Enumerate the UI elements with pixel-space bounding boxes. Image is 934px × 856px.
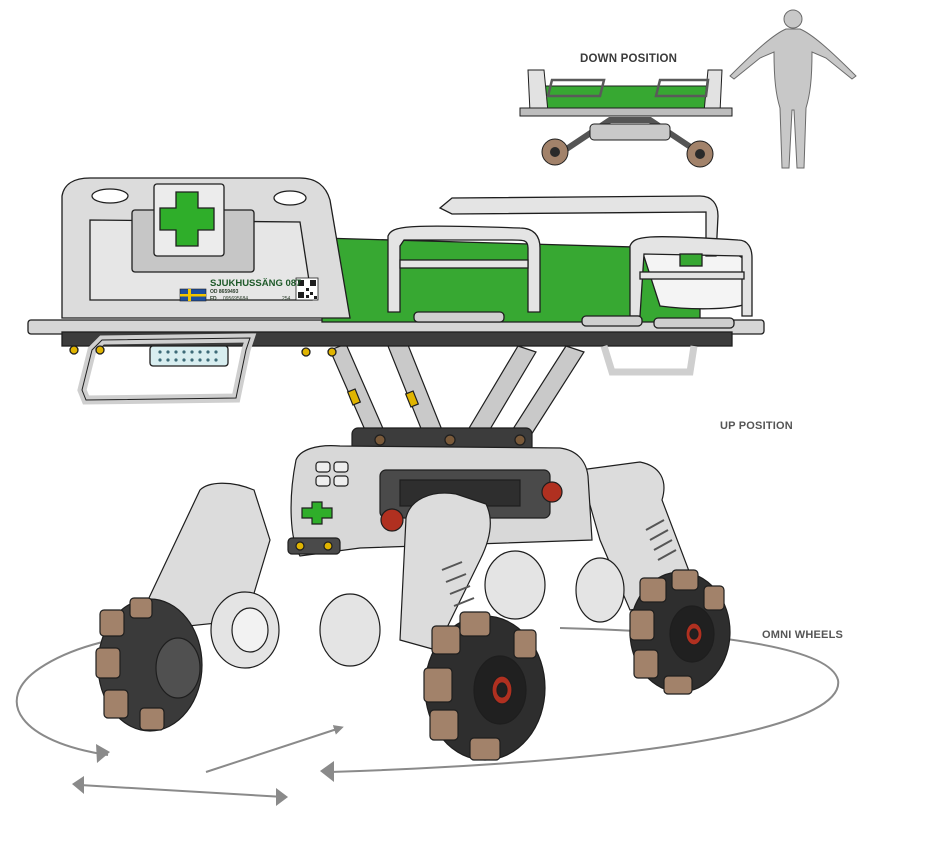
- front-side-rail-left: [387, 225, 541, 313]
- human-head: [783, 9, 803, 29]
- omni-wheels-label: OMNI WHEELS: [762, 629, 844, 641]
- rail-bar-left: [399, 259, 529, 269]
- frame-pin: [301, 347, 311, 357]
- frame-pin: [327, 347, 337, 357]
- head-grip-left: [91, 188, 129, 204]
- side-handle-1: [413, 311, 505, 323]
- diagonal-movement-arrow: [205, 725, 344, 773]
- qr-code-icon: [295, 277, 319, 301]
- rotation-arrowhead-left: [96, 744, 110, 763]
- down-base: [589, 123, 671, 141]
- lateral-arrowhead-left: [72, 776, 84, 794]
- scissor-lift: [329, 339, 585, 455]
- stretcher-up-position: [27, 177, 765, 405]
- hub-buttons: [315, 461, 349, 487]
- lateral-movement-arrow: [79, 784, 285, 798]
- lift-cylinder-accent-2: [404, 390, 420, 408]
- down-side-rail-left: [546, 78, 606, 98]
- robot-base: [147, 445, 701, 669]
- keypad-dots: [158, 350, 218, 362]
- control-keypad: [149, 345, 229, 367]
- stretcher-down-position: [519, 69, 733, 168]
- rail-green-tag: [679, 253, 703, 267]
- drive-motor-mid: [319, 593, 381, 667]
- right-under-handle: [600, 344, 698, 376]
- front-leg-vent-slots: [441, 561, 475, 607]
- down-side-rail-right: [654, 78, 710, 98]
- drive-motor-right: [484, 550, 546, 620]
- leg-vent-slots: [645, 519, 677, 561]
- down-frame: [519, 107, 733, 117]
- head-grip-right: [273, 190, 307, 206]
- joint-red: [380, 508, 404, 532]
- frame-pin: [95, 345, 105, 355]
- nameplate-fd-prefix: FD: [210, 296, 217, 302]
- omni-wheel-front: [423, 611, 546, 761]
- down-scissor-lift: [563, 117, 697, 153]
- up-position-label: UP POSITION: [720, 420, 793, 432]
- lateral-arrowhead-right: [276, 788, 288, 806]
- front-side-rail-right: [629, 235, 753, 317]
- nameplate-od: OD 8659493: [210, 289, 239, 295]
- human-scale-figure: [729, 9, 857, 169]
- lift-cylinder-accent-1: [346, 388, 362, 406]
- omni-wheel-left: [95, 597, 203, 732]
- nameplate-title: SJUKHUSSÄNG 087: [210, 278, 302, 289]
- side-handle-2: [581, 315, 643, 327]
- omni-wheel-rear: [629, 569, 731, 695]
- hub-green-cross-icon: [301, 501, 333, 525]
- nameplate-fd-number: 254: [282, 296, 291, 302]
- rotation-ellipse-right-arc: [329, 627, 840, 773]
- frame-pin: [69, 345, 79, 355]
- down-headboard: [527, 69, 549, 113]
- drive-motor-rear: [575, 557, 625, 623]
- rail-bar-right: [639, 271, 745, 280]
- down-position-label: DOWN POSITION: [580, 53, 678, 65]
- omni-wheels: [95, 569, 731, 761]
- green-cross-icon: [159, 191, 215, 247]
- human-body: [729, 28, 857, 169]
- side-handle-3: [653, 317, 735, 329]
- nameplate-fd-serial: 095695684: [223, 296, 249, 302]
- joint-red: [541, 481, 563, 503]
- rotation-arrowhead-right: [320, 761, 334, 782]
- leg-front: [399, 492, 491, 651]
